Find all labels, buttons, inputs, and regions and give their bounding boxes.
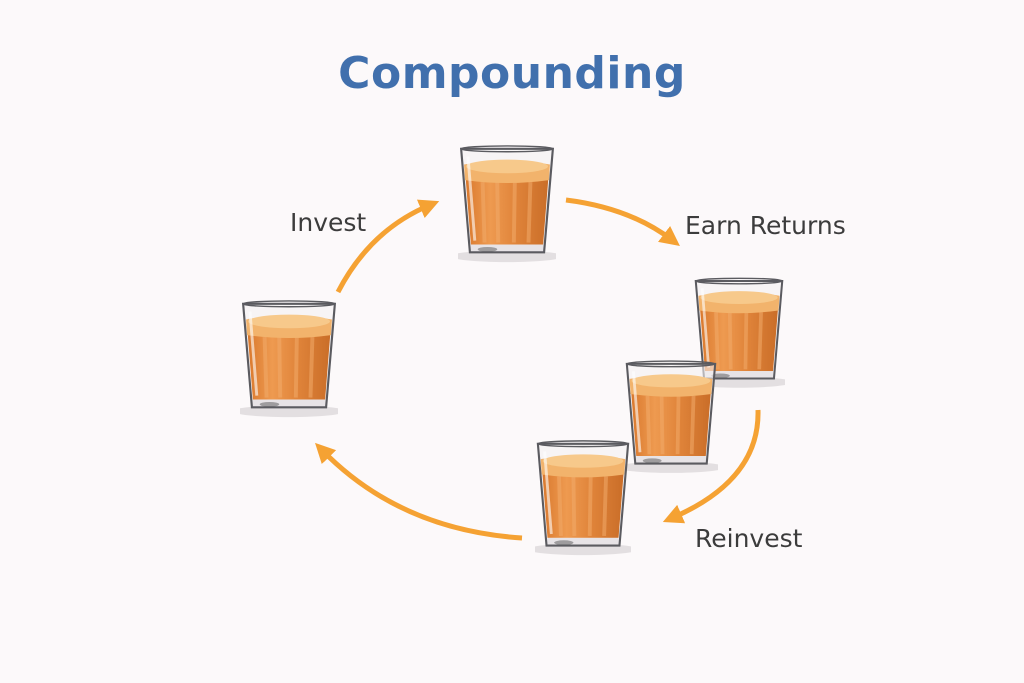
tea-glass-right-small	[624, 359, 718, 475]
tea-glass-left	[240, 298, 338, 420]
page-title: Compounding	[338, 48, 686, 99]
arrow-back-to-invest	[315, 442, 523, 541]
arrow-earn-returns	[565, 197, 680, 247]
tea-glass-bottom	[527, 441, 638, 555]
arrow-invest-to-earn-start	[335, 199, 440, 294]
label-earn-returns: Earn Returns	[685, 211, 846, 240]
label-invest: Invest	[290, 208, 367, 237]
label-reinvest: Reinvest	[695, 524, 803, 553]
tea-glass-top	[458, 143, 556, 265]
arrow-reinvest	[662, 409, 761, 524]
